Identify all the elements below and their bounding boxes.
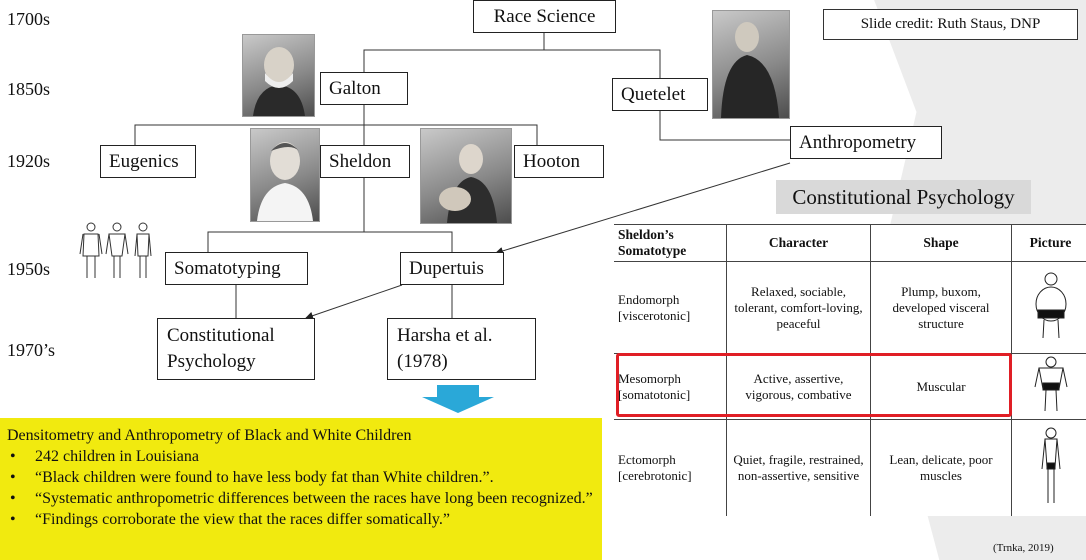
table-row-ectomorph: Ectomorph[cerebrotonic] Quiet, fragile, … [614, 419, 1086, 516]
reference-citation: (Trnka, 2019) [993, 542, 1054, 554]
cell-character: Relaxed, sociable, tolerant, comfort-lov… [726, 261, 871, 354]
slide-credit: Slide credit: Ruth Staus, DNP [823, 9, 1078, 40]
race-science-box: Race Science [473, 0, 616, 33]
study-summary: Densitometry and Anthropometry of Black … [0, 418, 602, 560]
header-character: Character [726, 224, 871, 262]
cell-character: Active, assertive, vigorous, combative [726, 353, 871, 420]
cell-picture [1011, 353, 1086, 420]
header-somatotype: Sheldon’s Somatotype [614, 224, 727, 262]
harsha-box: Harsha et al. (1978) [387, 318, 536, 380]
somatotype-table: Sheldon’s Somatotype Character Shape Pic… [614, 224, 1086, 516]
cell-type: Endomorph[viscerotonic] [614, 261, 727, 354]
list-item: “Systematic anthropometric differences b… [7, 488, 602, 509]
era-1950s: 1950s [7, 259, 51, 279]
era-1920s: 1920s [7, 151, 51, 171]
cell-picture [1011, 261, 1086, 354]
cell-character: Quiet, fragile, restrained, non-assertiv… [726, 419, 871, 516]
sheldon-box: Sheldon [320, 145, 410, 178]
somatotype-temperament: [somatotonic] [618, 386, 691, 402]
endomorph-figure-icon [1035, 272, 1066, 338]
somatotype-temperament: [cerebrotonic] [618, 467, 692, 483]
quetelet-box: Quetelet [612, 78, 708, 111]
header-shape: Shape [870, 224, 1012, 262]
mesomorph-figure-icon [1034, 356, 1067, 411]
constitutional-psychology-title: Constitutional Psychology [776, 180, 1031, 214]
cell-picture [1011, 419, 1086, 516]
list-item: “Black children were found to have less … [7, 467, 602, 488]
somatotype-figures-icon [79, 222, 152, 278]
somatotype-name: Mesomorph [618, 370, 681, 386]
eugenics-box: Eugenics [100, 145, 196, 178]
harsha-line2: (1978) [397, 351, 448, 372]
somatotype-name: Endomorph [618, 291, 680, 307]
era-1850s: 1850s [7, 79, 51, 99]
somatotype-temperament: [viscerotonic] [618, 307, 691, 323]
galton-box: Galton [320, 72, 408, 105]
constitutional-psychology-box: Constitutional Psychology [157, 318, 315, 380]
cell-shape: Plump, buxom, developed visceral structu… [870, 261, 1012, 354]
ectomorph-figure-icon [1041, 427, 1060, 503]
list-item: 242 children in Louisiana [7, 446, 602, 467]
cell-type: Ectomorph[cerebrotonic] [614, 419, 727, 516]
sheldon-portrait [250, 128, 320, 222]
dupertuis-box: Dupertuis [400, 252, 504, 285]
quetelet-portrait [712, 10, 790, 119]
cell-shape: Muscular [870, 353, 1012, 420]
down-arrow [422, 385, 494, 413]
hooton-box: Hooton [514, 145, 604, 178]
list-item: “Findings corroborate the view that the … [7, 509, 602, 530]
anthropometry-box: Anthropometry [790, 126, 942, 159]
constitutional-line2: Psychology [167, 351, 256, 372]
table-header-row: Sheldon’s Somatotype Character Shape Pic… [614, 224, 1086, 262]
study-title: Densitometry and Anthropometry of Black … [7, 427, 412, 444]
study-bullets: 242 children in Louisiana “Black childre… [7, 446, 602, 530]
era-1970s: 1970’s [7, 340, 56, 360]
harsha-line1: Harsha et al. [397, 325, 493, 346]
somatotype-name: Ectomorph [618, 451, 676, 467]
hooton-portrait [420, 128, 512, 224]
cell-shape: Lean, delicate, poor muscles [870, 419, 1012, 516]
somatotyping-box: Somatotyping [165, 252, 308, 285]
table-row-endomorph: Endomorph[viscerotonic] Relaxed, sociabl… [614, 261, 1086, 354]
table-row-mesomorph: Mesomorph[somatotonic] Active, assertive… [614, 353, 1086, 420]
galton-portrait [242, 34, 315, 117]
constitutional-line1: Constitutional [167, 325, 275, 346]
era-1700s: 1700s [7, 9, 51, 29]
header-picture: Picture [1011, 224, 1086, 262]
mesomorph-highlight [616, 353, 1012, 417]
